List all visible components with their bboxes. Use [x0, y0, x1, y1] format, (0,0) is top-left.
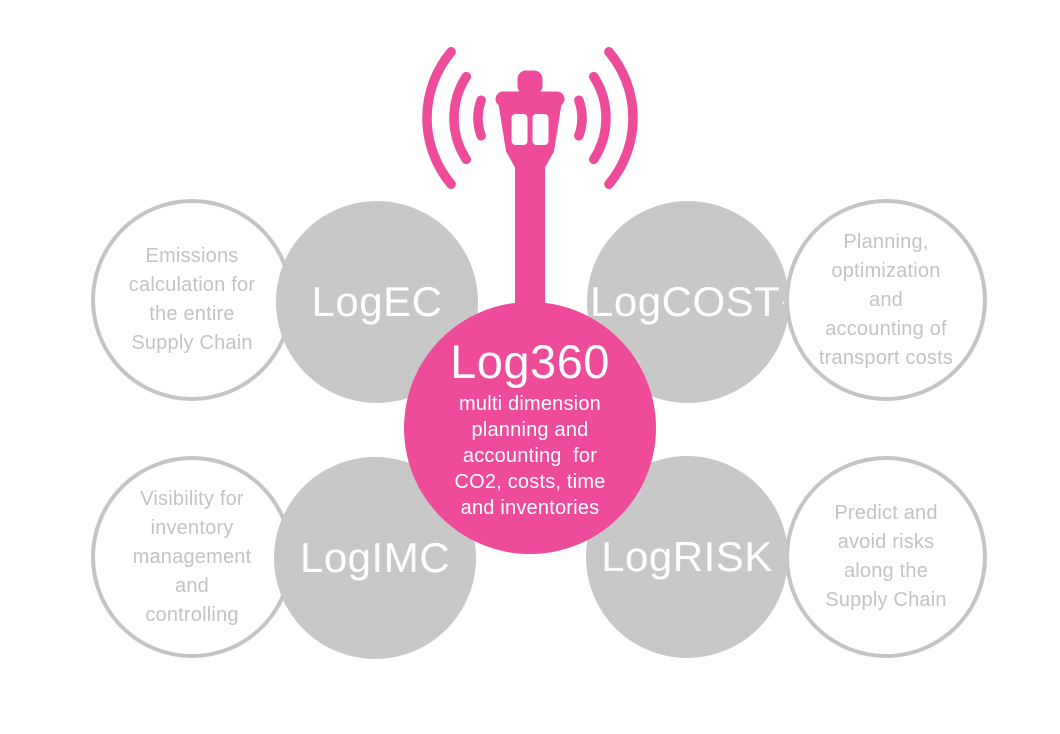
- description-circle-logcost: Planning, optimization and accounting of…: [785, 199, 987, 401]
- radio-waves-icon: [422, 47, 638, 189]
- log360-description: multi dimension planning and accounting …: [454, 392, 606, 519]
- logrisk-label: LogRISK: [601, 533, 773, 580]
- logcost-label: LogCOST: [590, 278, 781, 325]
- logec-label: LogEC: [311, 278, 443, 325]
- description-circle-logimc: Visibility for inventory management and …: [91, 456, 293, 658]
- logrisk-description: Predict and avoid risks along the Supply…: [825, 502, 947, 611]
- log360-title: Log360: [450, 334, 610, 388]
- logec-description: Emissions calculation for the entire Sup…: [128, 245, 256, 354]
- description-circle-logrisk: Predict and avoid risks along the Supply…: [785, 456, 987, 658]
- description-circle-logec: Emissions calculation for the entire Sup…: [91, 199, 293, 401]
- center-circle-log360: Log360 multi dimension planning and acco…: [404, 302, 656, 554]
- logcost-description: Planning, optimization and accounting of…: [818, 230, 954, 369]
- control-tower-icon: [422, 47, 638, 314]
- logimc-description: Visibility for inventory management and …: [132, 487, 252, 626]
- logimc-label: LogIMC: [299, 534, 451, 581]
